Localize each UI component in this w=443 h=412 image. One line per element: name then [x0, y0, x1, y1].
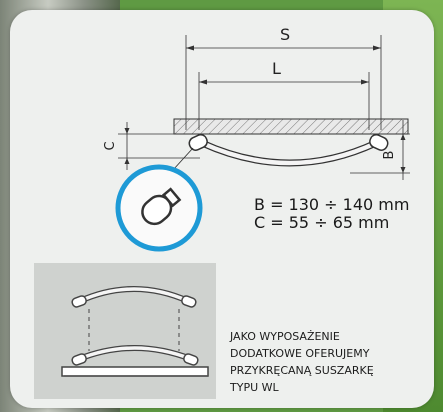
left-end-cap — [188, 133, 208, 151]
right-end-cap — [369, 133, 389, 151]
accessory-illustration — [34, 263, 216, 399]
c-arrow-bottom — [124, 158, 130, 164]
c-arrow-top — [124, 128, 130, 134]
s-arrow-left — [186, 45, 194, 51]
dimension-diagram: S L C B — [103, 25, 410, 252]
l-arrow-right — [361, 79, 369, 85]
spec-b: B = 130 ÷ 140 mm — [254, 195, 410, 214]
zoom-leader-line — [172, 147, 194, 171]
b-arrow-top — [400, 134, 406, 140]
l-label: L — [272, 59, 281, 78]
info-card: S L C B — [10, 10, 434, 408]
description-line-1: JAKO WYPOSAŻENIE — [230, 330, 340, 343]
description-line-3: PRZYKRĘCANĄ SUSZARKĘ — [230, 364, 374, 377]
dimension-specs: B = 130 ÷ 140 mm C = 55 ÷ 65 mm — [254, 196, 409, 232]
accessory-description: JAKO WYPOSAŻENIE DODATKOWE OFERUJEMY PRZ… — [230, 328, 374, 396]
description-line-4: TYPU WL — [230, 381, 279, 394]
s-label: S — [280, 25, 290, 44]
detail-end-cap-icon — [141, 187, 182, 226]
s-arrow-right — [373, 45, 381, 51]
towel-bar-highlight — [199, 140, 379, 166]
accessory-drawing — [61, 286, 209, 377]
l-arrow-left — [199, 79, 207, 85]
b-label: B — [382, 151, 397, 160]
wall-plate — [173, 118, 409, 135]
spec-c: C = 55 ÷ 65 mm — [254, 213, 390, 232]
b-arrow-bottom — [400, 167, 406, 173]
description-line-2: DODATKOWE OFERUJEMY — [230, 347, 370, 360]
c-label: C — [103, 141, 118, 150]
